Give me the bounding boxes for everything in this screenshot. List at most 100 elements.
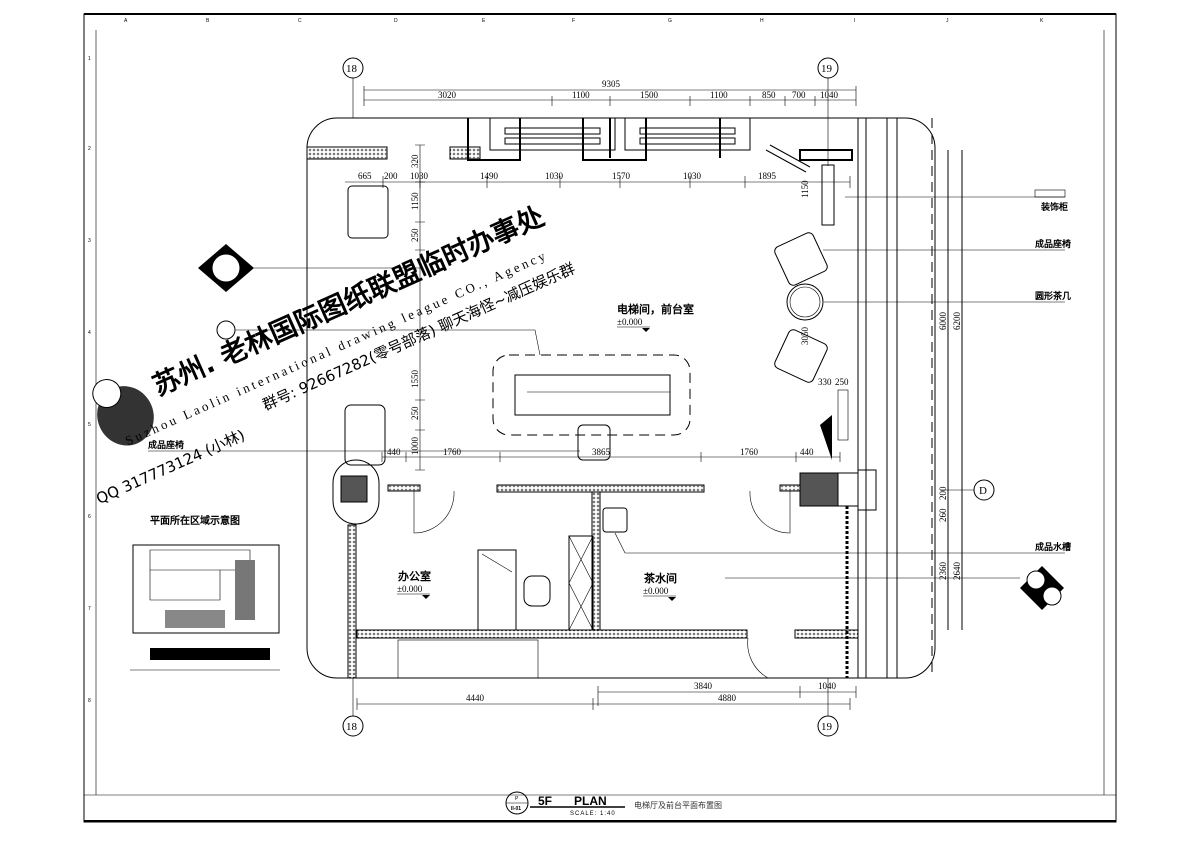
dims_left-5: 1000: [410, 437, 420, 456]
dims_mid-2: 3865: [592, 447, 611, 457]
callouts-round_table: 圆形茶几: [1035, 290, 1071, 302]
ruler-numbers-7: 8: [88, 698, 91, 704]
dims_bottom-right_lower: 4880: [718, 693, 737, 703]
watermark-english: Suzhou Laolin international drawing leag…: [123, 247, 550, 448]
dims_top-row1-0: 3020: [438, 90, 457, 100]
callout-round-table: 圆形茶几: [824, 290, 1071, 303]
dims_left-1: 1150: [410, 192, 420, 210]
dims_mid-0: 440: [387, 447, 401, 457]
title_block-symbol_bottom: II-01: [511, 806, 521, 812]
dims_top-row2-0: 665: [358, 171, 372, 181]
dims_right-6: 200: [938, 486, 948, 500]
rooms-lobby-level: ±0.000: [617, 317, 643, 327]
dims_mid-4: 440: [800, 447, 814, 457]
ruler-letter: B: [206, 18, 210, 24]
ruler-numbers-2: 3: [88, 238, 91, 244]
dims_right-3: 250: [835, 377, 849, 387]
top-ruler: A B C D E F G H I J K: [124, 18, 1044, 24]
dims_right-9: 2640: [952, 562, 962, 581]
ruler-numbers-6: 7: [88, 606, 91, 612]
dims_top-row1-6: 1040: [820, 90, 839, 100]
corridor-lines: 6000 6200 200 260 2360 2640: [857, 118, 963, 678]
elevator-shafts: [306, 118, 853, 226]
dims_top-row2-2: 1030: [410, 171, 429, 181]
ruler-numbers-5: 6: [88, 514, 91, 520]
title_block-symbol_top: P: [515, 796, 519, 802]
grid-axis-d: D: [940, 479, 995, 501]
dims_top-row2-4: 1030: [545, 171, 564, 181]
dims_left-0: 320: [410, 154, 420, 168]
dims_top-row2-6: 1030: [683, 171, 702, 181]
dims_top-row2-5: 1570: [612, 171, 631, 181]
callout-left-seat: 成品座椅: [148, 439, 580, 452]
ruler-letter: F: [572, 18, 575, 24]
top-dimensions: 9305 3020 1100 1500 1100 850 700 1040 66…: [345, 79, 857, 188]
dims_bottom-right_end: 1040: [818, 681, 837, 691]
axes-right: 19: [821, 721, 833, 733]
interior-walls: [347, 484, 859, 679]
rooms-lobby-name: 电梯间，前台室: [617, 302, 694, 316]
mid-dimensions: 440 1760 3865 1760 440: [381, 447, 841, 462]
dims_left-4: 250: [410, 406, 420, 420]
axes-right: 19: [821, 63, 833, 75]
grid-axis-19: 19 19: [817, 57, 839, 737]
ruler-numbers-1: 2: [88, 146, 91, 152]
ruler-letter: I: [854, 18, 855, 24]
left-ruler: 1 2 3 4 5 6 7 8: [88, 56, 91, 704]
drawing-frame: [83, 13, 1117, 823]
rooms-pantry-level: ±0.000: [643, 586, 669, 596]
axes-left: 18: [346, 63, 358, 75]
dims_top-row2-1: 200: [384, 171, 398, 181]
title_block-name: 电梯厅及前台平面布置图: [634, 800, 722, 810]
dims_top-row1-4: 850: [762, 90, 776, 100]
dims_right-4: 6000: [938, 312, 948, 331]
inset-title: 平面所在区域示意图: [150, 514, 240, 527]
bottom-dimensions: 3840 1040 4440 4880: [356, 681, 857, 710]
dims_bottom-right_upper: 3840: [694, 681, 713, 691]
dims_right-2: 330: [818, 377, 832, 387]
ruler-numbers-0: 1: [88, 56, 91, 62]
ruler-letter: D: [394, 18, 398, 24]
callout-decor-cabinet: 装饰柜: [845, 189, 1068, 213]
location-inset-map: 平面所在区域示意图: [130, 514, 280, 671]
dims_top-total: 9305: [602, 79, 621, 89]
dims_right-5: 6200: [952, 312, 962, 331]
dims_left-3: 1550: [410, 370, 420, 389]
rooms-pantry-name: 茶水间: [643, 571, 677, 585]
watermark: 苏州. 老林国际图纸联盟临时办事处 Suzhou Laolin internat…: [92, 200, 578, 508]
dims_right-0: 1150: [800, 180, 810, 198]
room-label-lobby: 电梯间，前台室 ±0.000: [617, 302, 694, 332]
axes-left: 18: [346, 721, 358, 733]
ruler-letter: J: [946, 18, 949, 24]
dims_right-7: 260: [938, 508, 948, 522]
grid-axis-18: 18 18: [342, 57, 364, 737]
panda-logo-icon: [92, 379, 154, 446]
ruler-letter: K: [1040, 18, 1044, 24]
ruler-numbers-3: 4: [88, 330, 91, 336]
dims_top-row1-1: 1100: [572, 90, 590, 100]
callouts-left_seat: 成品座椅: [148, 439, 184, 451]
room-label-office: 办公室 ±0.000: [397, 569, 431, 599]
title-block: P II-01 5F PLAN SCALE: 1:40 电梯厅及前台平面布置图: [505, 791, 722, 817]
elevation-symbol-right: [725, 566, 1064, 610]
dims_top-row1-3: 1100: [710, 90, 728, 100]
dims_top-row1-2: 1500: [640, 90, 659, 100]
ruler-letter: A: [124, 18, 128, 24]
rooms-office-name: 办公室: [398, 569, 431, 583]
callout-sink: 成品水槽: [614, 532, 1071, 554]
callouts-decor_cabinet: 装饰柜: [1040, 201, 1068, 213]
dims_mid-3: 1760: [740, 447, 759, 457]
ruler-letter: G: [668, 18, 672, 24]
left-dimensions: 320 1150 250 1550 250 1000: [410, 144, 425, 471]
title_block-floor: 5F: [538, 794, 552, 808]
dims_left-2: 250: [410, 228, 420, 242]
callout-chair: 成品座椅: [823, 238, 1071, 251]
dims_mid-1: 1760: [443, 447, 462, 457]
ruler-letter: E: [482, 18, 486, 24]
dims_top-row2-7: 1895: [758, 171, 777, 181]
dims_right-8: 2360: [938, 562, 948, 581]
rooms-office-level: ±0.000: [397, 584, 423, 594]
callouts-sink: 成品水槽: [1035, 541, 1071, 553]
lobby-furniture: 3050 1150 330 250: [332, 180, 877, 525]
